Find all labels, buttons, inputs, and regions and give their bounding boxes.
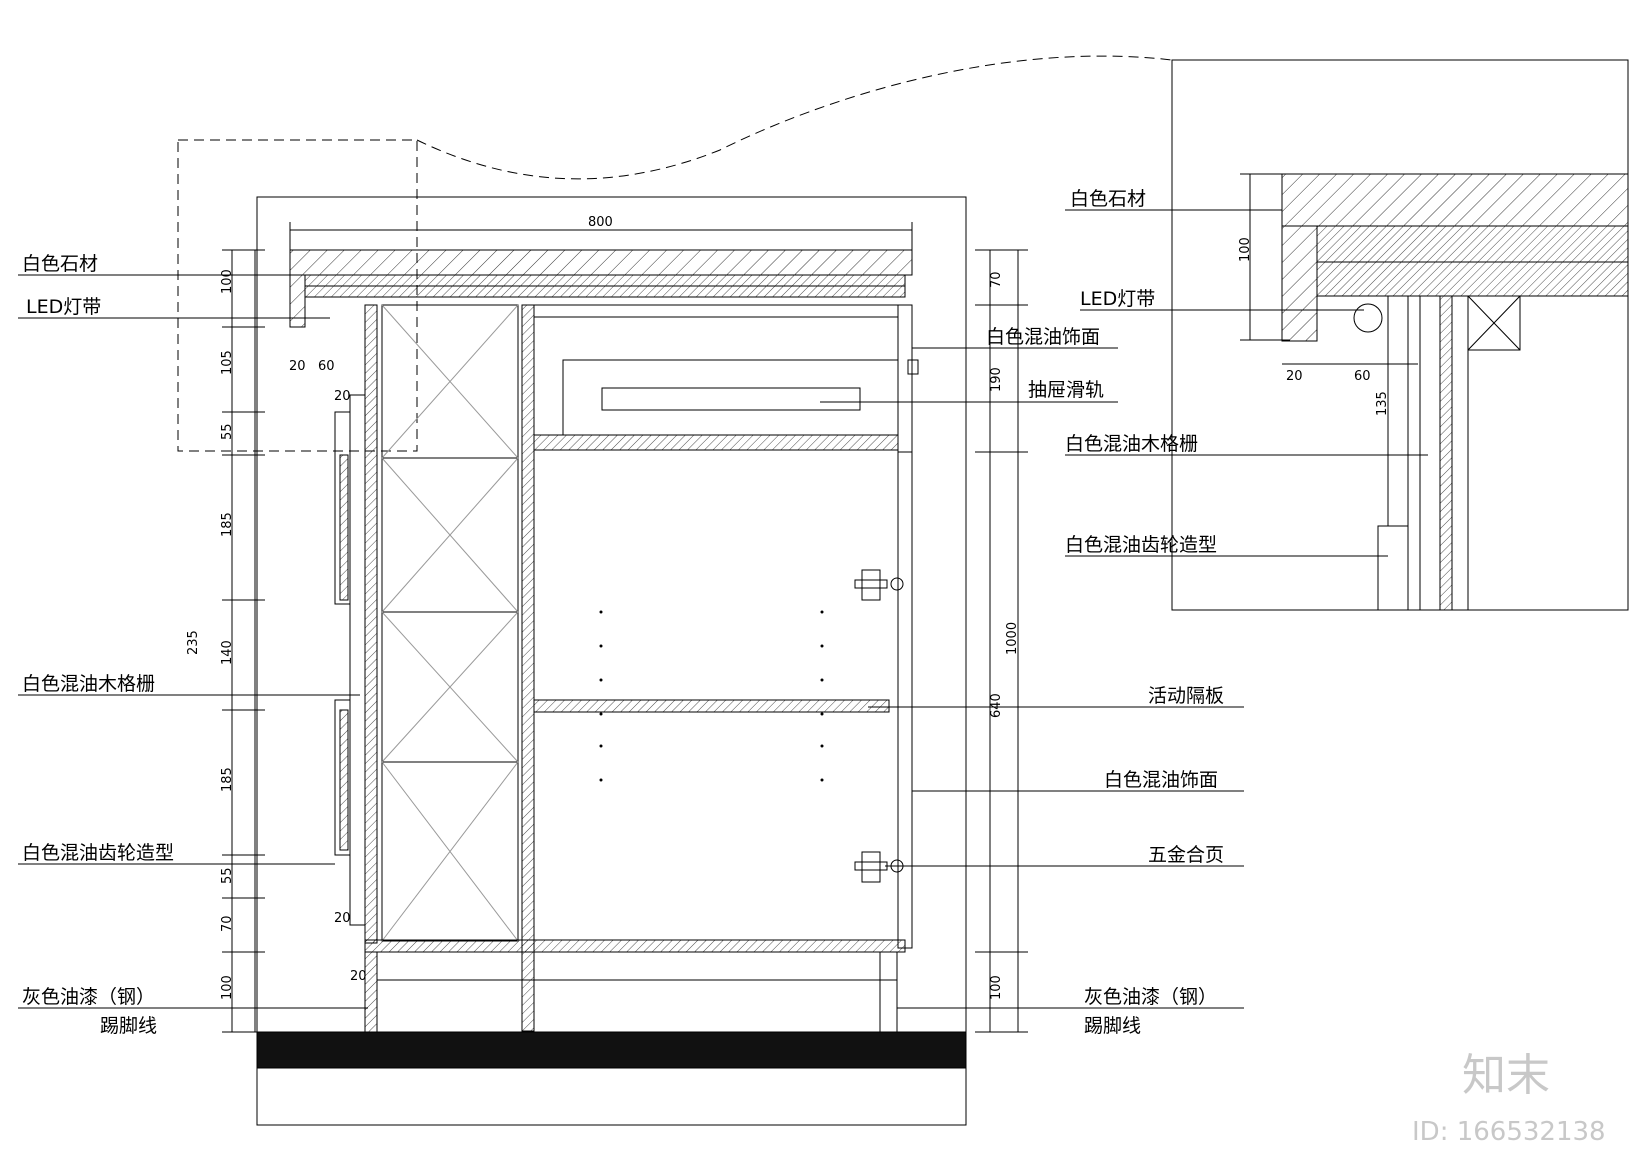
left-side-panel <box>364 304 378 944</box>
label-left-led: LED灯带 <box>26 296 101 318</box>
hinge-lower-icon <box>854 851 904 883</box>
dim-left-e: 140 <box>220 640 235 665</box>
detail-led-icon <box>1353 303 1383 333</box>
floor-slab <box>256 1031 967 1069</box>
dim-small-20d: 20 <box>350 969 367 984</box>
countertop-front <box>289 274 306 328</box>
label-right-finish-top: 白色混油饰面 <box>986 326 1100 348</box>
detail-box <box>1171 59 1629 611</box>
dim-left-b: 105 <box>220 350 235 375</box>
label-detail-gear: 白色混油齿轮造型 <box>1065 534 1217 556</box>
adjustable-shelf <box>533 699 890 713</box>
dim-top-width: 800 <box>588 215 613 230</box>
dim-right-d: 100 <box>989 975 1004 1000</box>
watermark-id: ID: 166532138 <box>1412 1117 1606 1147</box>
bottom-panel <box>364 939 906 953</box>
drawer-bottom <box>533 434 899 451</box>
countertop-stone <box>289 249 913 276</box>
detail-callout-box <box>177 139 418 452</box>
detail-callout-curve <box>416 55 1173 180</box>
detail-top-panel <box>1316 225 1629 297</box>
outer-frame <box>256 196 967 1126</box>
label-right-kick: 踢脚线 <box>1084 1015 1141 1037</box>
dim-left-total: 235 <box>186 630 201 655</box>
label-detail-led: LED灯带 <box>1080 288 1155 310</box>
hinge-upper-icon <box>854 569 904 601</box>
dim-small-20a: 20 <box>289 359 306 374</box>
right-door <box>897 304 913 949</box>
dim-small-60: 60 <box>318 359 335 374</box>
label-right-steel: 灰色油漆（钢） <box>1084 986 1217 1008</box>
label-right-slide: 抽屉滑轨 <box>1028 379 1104 401</box>
gear-profile <box>349 394 366 926</box>
drawer-slide <box>601 387 861 411</box>
dim-right-a: 70 <box>989 271 1004 288</box>
label-left-grille: 白色混油木格栅 <box>22 673 155 695</box>
label-left-gear: 白色混油齿轮造型 <box>22 842 174 864</box>
dim-detail-20: 20 <box>1286 369 1303 384</box>
dim-left-d: 185 <box>220 512 235 537</box>
drawer-top <box>533 304 899 318</box>
label-detail-stone: 白色石材 <box>1070 188 1146 210</box>
dim-detail-135: 135 <box>1375 391 1390 416</box>
dim-detail-60: 60 <box>1354 369 1371 384</box>
dim-left-h: 70 <box>220 915 235 932</box>
dim-left-a: 100 <box>220 269 235 294</box>
label-left-kick: 踢脚线 <box>100 1015 157 1037</box>
detail-stone <box>1281 173 1629 227</box>
plinth-left <box>364 951 378 1033</box>
dim-left-c: 55 <box>220 423 235 440</box>
dim-small-20b: 20 <box>334 389 351 404</box>
label-detail-grille: 白色混油木格栅 <box>1065 433 1198 455</box>
shelf-pin-holes <box>599 610 824 782</box>
dim-right-total: 1000 <box>1005 622 1020 655</box>
dim-detail-100: 100 <box>1238 237 1253 262</box>
drawer-box <box>562 359 899 436</box>
left-compartment <box>381 304 519 942</box>
dim-small-20c: 20 <box>334 911 351 926</box>
dim-left-g: 55 <box>220 867 235 884</box>
dim-right-c: 640 <box>989 693 1004 718</box>
dim-left-i: 100 <box>220 975 235 1000</box>
center-divider <box>521 304 535 1032</box>
dim-left-f: 185 <box>220 767 235 792</box>
watermark-brand: 知末 <box>1462 1050 1550 1101</box>
dim-right-b: 190 <box>989 367 1004 392</box>
label-right-shelf: 活动隔板 <box>1148 685 1224 707</box>
label-right-hinge: 五金合页 <box>1148 844 1224 866</box>
plinth-box <box>376 951 898 1033</box>
label-right-finish: 白色混油饰面 <box>1104 769 1218 791</box>
label-left-steel: 灰色油漆（钢） <box>22 986 155 1008</box>
label-left-stone: 白色石材 <box>22 253 98 275</box>
